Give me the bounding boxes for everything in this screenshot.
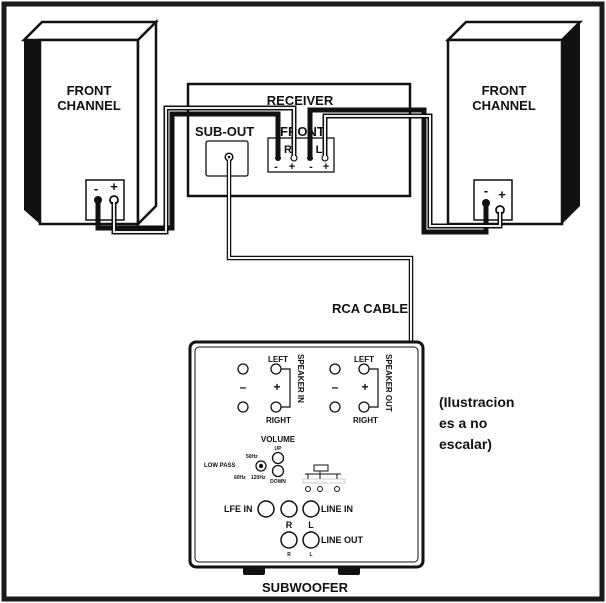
line-in-l-jack[interactable]: [302, 500, 320, 518]
right-speaker-label-1: FRONT: [482, 83, 527, 98]
speaker-in-plus: +: [273, 380, 280, 394]
scale-note-line-2: es a no: [439, 415, 487, 431]
mode-selector[interactable]: [302, 464, 346, 492]
volume-up-label: UP: [275, 446, 283, 452]
receiver-r-neg-terminal: [275, 155, 281, 161]
subwoofer-label: SUBWOOFER: [262, 580, 349, 595]
left-speaker-neg-sign: -: [94, 181, 98, 196]
volume-up-button[interactable]: [271, 451, 285, 465]
speaker-out-minus: –: [332, 380, 339, 394]
low-pass-controls: LOW PASS 50Hz 60Hz 120Hz: [204, 454, 267, 481]
line-out-l-jack[interactable]: [302, 531, 320, 549]
speaker-out-block: LEFT – + RIGHT SPEAKER OUT: [329, 354, 393, 425]
low-pass-label: LOW PASS: [204, 463, 236, 469]
receiver-r-label: R: [284, 144, 292, 156]
receiver-title: RECEIVER: [267, 93, 334, 108]
low-pass-60hz: 60Hz: [234, 475, 246, 481]
receiver-l-neg-terminal: [307, 155, 313, 161]
line-in-l-label: L: [308, 520, 314, 530]
receiver-sign-3: -: [309, 161, 313, 173]
receiver-sign-2: +: [289, 161, 295, 173]
line-in-r-jack[interactable]: [280, 500, 298, 518]
right-speaker-label-2: CHANNEL: [472, 98, 536, 113]
line-out-r-jack[interactable]: [280, 531, 298, 549]
right-speaker-terminal-plate: [473, 179, 513, 221]
left-speaker-label-1: FRONT: [67, 83, 112, 98]
line-out-r-label: R: [287, 552, 291, 558]
speaker-in-block: LEFT – + RIGHT SPEAKER IN: [237, 354, 305, 425]
speaker-out-left: LEFT: [354, 355, 374, 364]
speaker-out-label: SPEAKER OUT: [384, 354, 393, 412]
speaker-out-right: RIGHT: [353, 416, 378, 425]
volume-label: VOLUME: [261, 435, 296, 444]
speaker-in-left: LEFT: [268, 355, 288, 364]
speaker-in-right: RIGHT: [266, 416, 291, 425]
line-output-block: LINE OUT R L: [280, 531, 364, 558]
rca-cable-label: RCA CABLE: [332, 301, 408, 316]
receiver-sub-out-label: SUB-OUT: [195, 124, 254, 139]
scale-note-line-1: (Ilustracion: [439, 394, 514, 410]
receiver: RECEIVER SUB-OUT FRONT R L - + - +: [186, 82, 412, 198]
line-in-label: LINE IN: [321, 504, 353, 514]
receiver-front-label: FRONT: [280, 124, 325, 139]
line-input-block: LFE IN LINE IN R L: [224, 500, 353, 530]
speaker-out-plus: +: [361, 380, 368, 394]
right-speaker-neg-sign: -: [484, 183, 488, 198]
speaker-in-minus: –: [240, 380, 247, 394]
low-pass-120hz: 120Hz: [251, 475, 266, 481]
volume-down-button[interactable]: [271, 464, 285, 478]
speaker-cables: [95, 105, 503, 235]
right-speaker-pos-sign: +: [498, 187, 506, 202]
left-speaker-label-2: CHANNEL: [57, 98, 121, 113]
receiver-sign-4: +: [323, 161, 329, 173]
lfe-in-jack[interactable]: [257, 500, 275, 518]
low-pass-50hz: 50Hz: [246, 454, 258, 460]
lfe-in-label: LFE IN: [224, 504, 253, 514]
volume-down-label: DOWN: [270, 479, 286, 485]
right-speaker: FRONT CHANNEL - +: [444, 20, 584, 226]
receiver-sign-1: -: [274, 161, 278, 173]
volume-controls: VOLUME UP DOWN: [261, 435, 296, 485]
scale-note-line-3: escalar): [439, 436, 492, 452]
left-speaker: FRONT CHANNEL - +: [20, 18, 160, 228]
line-in-r-label: R: [286, 520, 293, 530]
receiver-l-label: L: [316, 144, 323, 156]
line-out-label: LINE OUT: [321, 535, 364, 545]
speaker-in-label: SPEAKER IN: [296, 354, 305, 403]
left-speaker-pos-sign: +: [110, 179, 118, 194]
line-out-l-label: L: [309, 552, 312, 558]
subwoofer: SUBWOOFER LEFT – + RIGHT SPEAKER IN LEFT…: [188, 340, 425, 595]
